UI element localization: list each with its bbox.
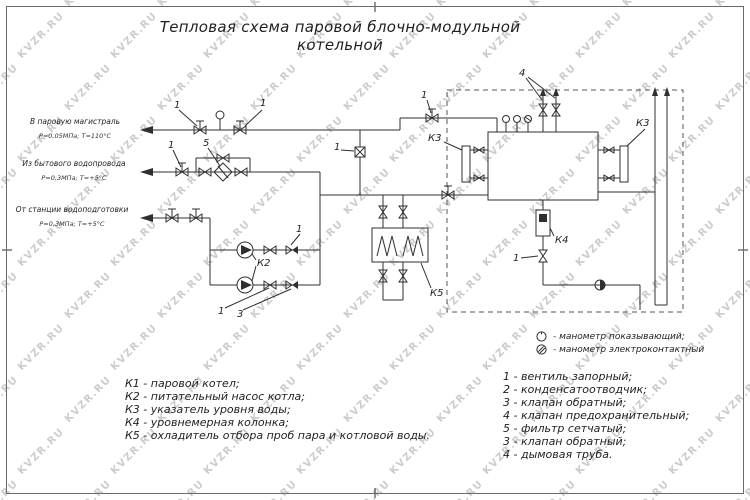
module-boundary [446,89,684,313]
callout-1: 1 [260,98,266,109]
io-label-treated-water: От станции водоподготовки [15,205,129,214]
valve-icon [425,113,439,123]
feed-pumps [236,195,321,294]
callout-1: 1 [296,224,302,235]
valve-icon [603,174,615,182]
callout-1: 1 [513,253,519,264]
coil-icon [376,235,398,257]
io-params-steam-main: Р=0,05МПа; Т=110°С [38,132,112,140]
household-water-line [140,153,321,195]
legend-item: 3 - клапан обратный; [503,396,627,409]
callout-1: 1 [334,142,340,153]
pressure-gauge-icon [536,331,547,342]
valve-icon [175,167,189,177]
electrocontact-gauge-icon [536,344,547,355]
callout-k3: К3 [636,118,649,129]
valve-icon [193,125,207,135]
callout-3: 3 [237,309,243,320]
pressure-gauge-icon [513,115,521,123]
pressure-gauge-icon [215,110,225,120]
level-gauge-left [461,145,488,183]
level-column [535,200,641,310]
legend-item: К3 - указатель уровня воды; [125,403,291,416]
pressure-reducer [354,130,366,195]
treated-water-line [140,208,237,286]
legend-item: 2 - конденсатоотводчик; [503,383,647,396]
gauge-legend-row: - манометр показывающий; [535,330,704,343]
valve-icon [378,205,388,219]
valve-icon [398,269,408,283]
valve-icon [216,153,230,163]
boiler [487,88,599,201]
valve-icon [234,167,248,177]
legend-item: К4 - уровнемерная колонка; [125,416,289,429]
legend-numbers: 1 - вентиль запорный; 2 - конденсатоотво… [503,371,689,462]
valve-icon [441,190,455,200]
gauge-legend-row: - манометр электроконтактный [535,343,704,356]
valve-icon [263,280,277,290]
gauge-legend-text: - манометр показывающий; [553,331,685,342]
filter-icon [213,162,233,182]
valve-icon [603,146,615,154]
sample-cooler [371,195,429,301]
feedwater-line [320,185,488,200]
valve-icon [398,205,408,219]
valve-icon [263,245,277,255]
chimney [598,87,670,306]
legend-item: 4 - клапан предохранительный; [503,409,690,422]
callout-4: 4 [519,68,525,79]
io-params-household-water: Р=0,3МПа; Т=+5°С [41,174,107,182]
callout-1: 1 [168,140,174,151]
io-label-household-water: Из бытового водопровода [22,159,126,168]
coil-icon [402,235,424,257]
gauge-legend: - манометр показывающий; - манометр элек… [535,330,704,356]
valve-icon [538,249,548,263]
callout-k5: К5 [430,288,443,299]
flow-arrow-icon [140,214,153,222]
valve-icon [473,146,485,154]
legend-item: К2 - питательный насос котла; [125,390,305,403]
valve-icon [378,269,388,283]
check-valve-icon [285,245,293,255]
level-gauge-right [598,145,629,183]
legend-item: К1 - паровой котел; [125,377,240,390]
legend-components: К1 - паровой котел; К2 - питательный нас… [125,377,430,442]
callout-5: 5 [203,138,209,149]
valve-icon [198,167,212,177]
valve-icon [233,125,247,135]
callout-k3: К3 [428,133,441,144]
legend-item: 5 - фильтр сетчатый; [503,422,627,435]
flow-arrow-icon [140,168,153,176]
valve-icon [473,174,485,182]
io-label-steam-main: В паровую магистраль [29,117,121,126]
page-title: Тепловая схема паровой блочно-модульной … [159,18,521,54]
electrocontact-gauge-icon [524,115,532,123]
steam-main-line [140,108,498,135]
callout-1: 1 [421,90,427,101]
flow-arrow-icon [140,126,153,134]
pressure-gauge-icon [502,115,510,123]
callout-1: 1 [218,306,224,317]
legend-item: 3 - клапан обратный; [503,435,627,448]
callouts: 1 1 1 5 1 1 4 К3 К3 К4 1 К5 К2 1 1 3 [168,68,649,320]
callout-k2: К2 [257,258,270,269]
legend-item: 4 - дымовая труба. [503,448,613,461]
callout-k4: К4 [555,235,568,246]
io-params-treated-water: Р=0,3МПа; Т=+5°С [39,220,105,228]
legend-item: 1 - вентиль запорный; [503,370,633,383]
legend-item: К5 - охладитель отбора проб пара и котло… [125,429,430,442]
valve-icon [165,213,179,223]
check-valve-icon [285,280,293,290]
gauge-legend-text: - манометр электроконтактный [553,344,705,355]
callout-1: 1 [174,100,180,111]
valve-icon [189,213,203,223]
